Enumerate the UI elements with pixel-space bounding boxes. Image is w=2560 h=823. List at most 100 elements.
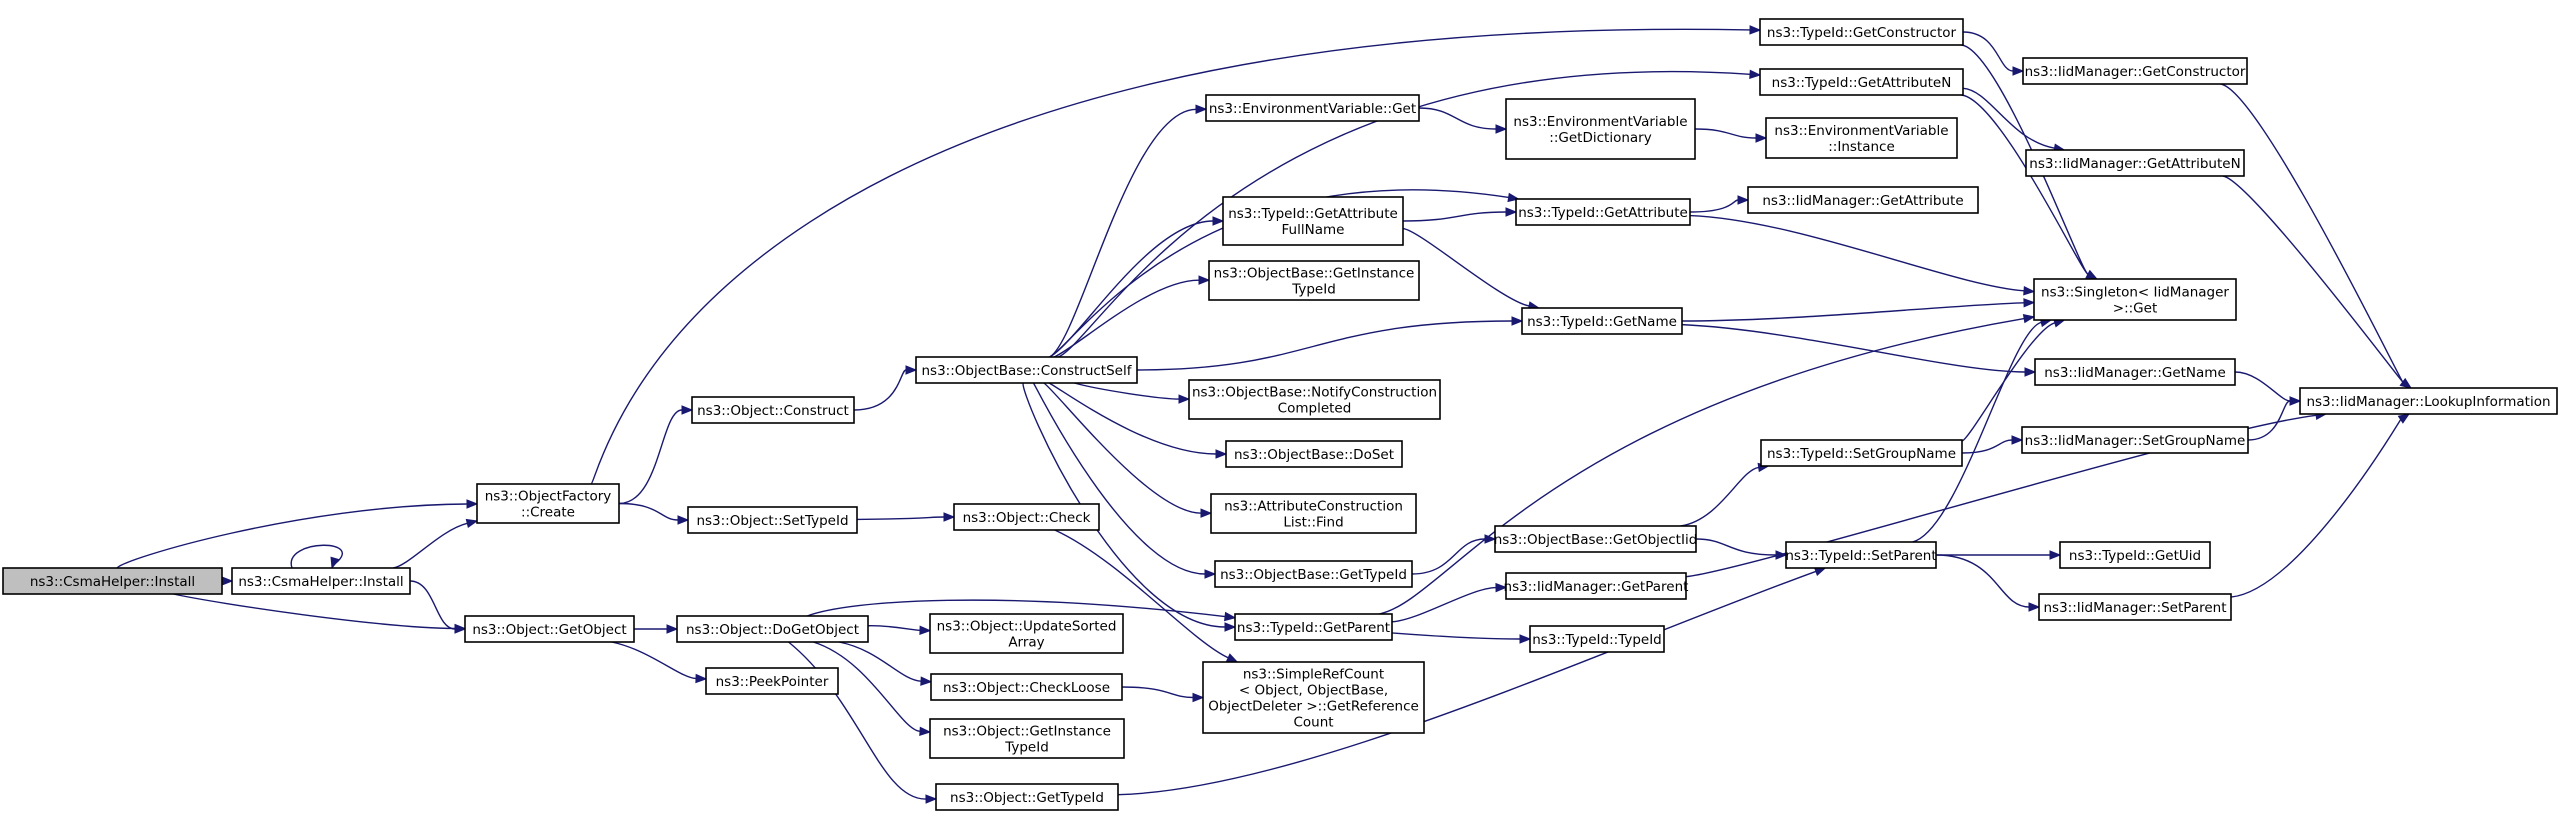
function-label: Completed (1278, 401, 1352, 417)
function-label: ns3::IidManager::GetAttribute (1762, 193, 1963, 209)
function-label: ns3::Object::Construct (697, 403, 849, 419)
function-node[interactable]: ns3::IidManager::SetParent (2038, 593, 2232, 621)
call-edge-n1-n2 (393, 518, 479, 569)
function-node[interactable]: ns3::SimpleRefCount< Object, ObjectBase,… (1202, 661, 1425, 734)
function-node[interactable]: ns3::TypeId::SetParent (1785, 541, 1937, 569)
call-edge-n35-n38 (1680, 462, 1770, 527)
function-node[interactable]: ns3::ObjectBase::GetObjectIid (1494, 525, 1698, 553)
function-node[interactable]: ns3::Object::SetTypeId (687, 506, 858, 534)
call-edge-n7-n25 (1032, 382, 1217, 579)
call-edge-n26-n37 (1391, 632, 1532, 644)
call-edge-n40-n42 (1935, 554, 2041, 612)
function-node[interactable]: ns3::Object::Construct (691, 396, 855, 424)
function-label: ns3::Object::GetInstance (943, 724, 1111, 740)
function-node[interactable]: ns3::IidManager::SetGroupName (2021, 426, 2249, 454)
function-node[interactable]: ns3::IidManager::GetAttribute (1747, 186, 1979, 214)
function-node[interactable]: ns3::Object::GetTypeId (935, 783, 1119, 811)
call-edge-n7-n12 (1049, 216, 1225, 358)
function-node[interactable]: ns3::TypeId::TypeId (1529, 625, 1665, 653)
function-nodes: ns3::CsmaHelper::Install ns3::CsmaHelper:… (2, 18, 2558, 811)
call-edge-n28-n33 (788, 641, 938, 804)
function-node[interactable]: ns3::ObjectBase::NotifyConstructionCompl… (1188, 379, 1441, 420)
function-label: ns3::CsmaHelper::Install (30, 574, 195, 590)
function-label: ns3::TypeId::GetAttributeN (1772, 75, 1952, 91)
function-node[interactable]: ns3::ObjectBase::DoSet (1225, 440, 1403, 468)
function-node[interactable]: ns3::IidManager::LookupInformation (2299, 387, 2558, 415)
function-label: Array (1008, 635, 1044, 651)
call-edge-n7-n16 (1136, 316, 1524, 371)
function-label: ns3::ObjectBase::NotifyConstruction (1192, 385, 1437, 401)
call-edge-n35-n40 (1695, 538, 1788, 560)
call-edge-n28-n30 (867, 625, 932, 636)
function-label: Count (1293, 715, 1333, 731)
function-node[interactable]: ns3::TypeId::GetName (1521, 307, 1683, 335)
function-node[interactable]: ns3::PeekPointer (705, 667, 839, 695)
function-node[interactable]: ns3::Object::GetObject (464, 615, 635, 643)
call-edge-n12-n13 (1402, 207, 1518, 222)
call-edge-n28-n31 (838, 641, 933, 686)
root-function-node[interactable]: ns3::CsmaHelper::Install (2, 567, 223, 595)
call-edge-n2-n4 (590, 25, 1762, 485)
function-label: ns3::PeekPointer (716, 674, 829, 690)
function-label: ns3::TypeId::GetName (1527, 314, 1677, 330)
call-edge-n6-n27 (856, 512, 956, 522)
function-label: ns3::TypeId::GetAttribute (1228, 206, 1398, 222)
function-label: ns3::TypeId::GetAttribute (1518, 205, 1688, 221)
function-node[interactable]: ns3::TypeId::GetParent (1234, 613, 1393, 641)
function-label: ns3::IidManager::GetName (2044, 365, 2226, 381)
function-node[interactable]: ns3::IidManager::GetAttributeN (2025, 149, 2245, 177)
call-edge-n7-n15 (1054, 275, 1211, 358)
function-node[interactable]: ns3::EnvironmentVariable::Get (1205, 94, 1420, 122)
call-edge-n5-n7 (853, 365, 918, 411)
function-label: ns3::Object::GetObject (472, 622, 626, 638)
function-node[interactable]: ns3::ObjectBase::GetTypeId (1214, 560, 1413, 588)
function-node[interactable]: ns3::ObjectFactory::Create (476, 483, 620, 524)
function-label: ::Create (521, 505, 575, 521)
function-node[interactable]: ns3::ObjectBase::ConstructSelf (915, 356, 1138, 384)
function-label: ::GetDictionary (1549, 130, 1651, 146)
call-edge-n27-n34 (1054, 529, 1239, 663)
function-node[interactable]: ns3::Object::CheckLoose (930, 673, 1123, 701)
call-edge-n9-n10 (1418, 107, 1508, 134)
function-label: ns3::EnvironmentVariable (1513, 114, 1687, 130)
function-node[interactable]: ns3::TypeId::GetUid (2059, 541, 2211, 569)
function-label: ns3::TypeId::GetConstructor (1767, 25, 1957, 41)
function-node[interactable]: ns3::EnvironmentVariable::Instance (1765, 117, 1958, 159)
function-label: ns3::IidManager::GetConstructor (2025, 64, 2246, 80)
call-edge-n42-n21 (2230, 413, 2411, 598)
function-node[interactable]: ns3::TypeId::GetAttributeN (1759, 68, 1964, 96)
function-node[interactable]: ns3::Object::Check (953, 503, 1100, 531)
call-edge-n3-n28 (634, 624, 679, 634)
function-label: ::Instance (1828, 139, 1895, 155)
function-label: ns3::EnvironmentVariable::Get (1209, 101, 1416, 117)
function-node[interactable]: ns3::IidManager::GetName (2034, 358, 2236, 386)
function-node[interactable]: ns3::Singleton< IidManager >::Get (2033, 278, 2237, 321)
function-node[interactable]: ns3::TypeId::GetAttribute (1515, 198, 1691, 226)
function-label: ns3::ObjectBase::GetTypeId (1220, 567, 1407, 583)
call-edge-n0-n2 (116, 499, 479, 569)
function-label: ns3::ObjectBase::GetObjectIid (1494, 532, 1698, 548)
call-edge-n4-n18 (1962, 31, 2025, 76)
function-node[interactable]: ns3::IidManager::GetParent (1504, 572, 1689, 600)
call-edge-n16-n20 (1681, 323, 2037, 377)
call-edge-n12-n16 (1402, 227, 1541, 311)
function-label: ns3::IidManager::SetGroupName (2025, 433, 2246, 449)
function-label: TypeId (1004, 740, 1049, 756)
function-node[interactable]: ns3::TypeId::GetConstructor (1759, 18, 1964, 46)
function-node[interactable]: ns3::Object::DoGetObject (676, 615, 869, 643)
function-node[interactable]: ns3::CsmaHelper::Install (231, 567, 411, 595)
function-node[interactable]: ns3::IidManager::GetConstructor (2022, 57, 2248, 85)
function-label: ns3::SimpleRefCount (1243, 667, 1384, 683)
function-node[interactable]: ns3::TypeId::SetGroupName (1760, 439, 1963, 467)
function-node[interactable]: ns3::EnvironmentVariable::GetDictionary (1505, 98, 1696, 160)
call-edge-n38-n39 (1961, 435, 2024, 454)
function-label: < Object, ObjectBase, (1239, 683, 1388, 699)
function-label: ObjectDeleter >::GetReference (1208, 699, 1419, 715)
call-edge-n19-n21 (2222, 175, 2412, 389)
call-edge-n16-n17 (1681, 298, 2036, 322)
